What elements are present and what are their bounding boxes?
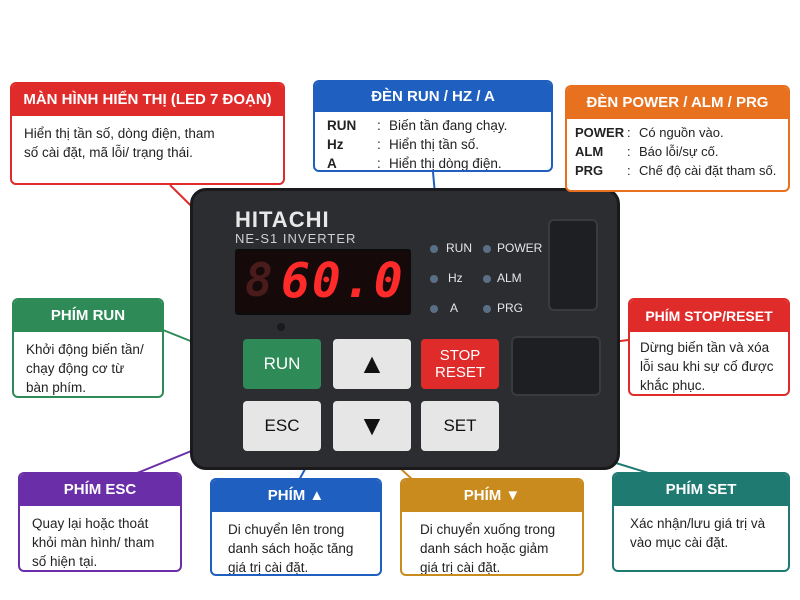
callout-power-alm-prg: ĐÈN POWER / ALM / PRG POWER:Có nguồn vào… (565, 85, 790, 192)
up-button[interactable]: ▲ (333, 339, 411, 389)
led-dim-digit: 8 (245, 253, 273, 307)
prg-indicator-label: PRG (497, 301, 524, 315)
a-led (430, 305, 438, 313)
callout-run-hz-a: ĐÈN RUN / HZ / A RUN:Biến tần đang chạy.… (313, 80, 553, 172)
inverter-keypad: HITACHI NE-S1 INVERTER 8 60.0 RUN Hz A P… (190, 188, 620, 470)
run-row-key: RUN (327, 118, 357, 133)
callout-esc-key-text: Quay lại hoặc thoát khỏi màn hình/ tham … (32, 516, 155, 569)
callout-down-key-text: Di chuyển xuống trong danh sách hoặc giả… (420, 522, 556, 575)
run-button[interactable]: RUN (243, 339, 321, 389)
alm-indicator-label: ALM (497, 271, 522, 285)
callout-power-alm-prg-title: ĐÈN POWER / ALM / PRG (567, 87, 788, 119)
status-dot (277, 323, 285, 331)
callout-set-key-title: PHÍM SET (614, 474, 788, 506)
hz-indicator-label: Hz (448, 271, 463, 285)
led-display: 8 60.0 (235, 249, 411, 315)
callout-run-key-text: Khởi động biến tần/ chạy động cơ từ bàn … (26, 342, 144, 395)
esc-button[interactable]: ESC (243, 401, 321, 451)
side-slot (511, 336, 601, 396)
callout-set-key-text: Xác nhận/lưu giá trị và vào mục cài đặt. (630, 516, 766, 550)
prg-led (483, 305, 491, 313)
power-indicator-label: POWER (497, 241, 543, 255)
hz-row-value: Hiển thị tần số. (389, 137, 480, 152)
callout-run-key-title: PHÍM RUN (14, 300, 162, 332)
set-button[interactable]: SET (421, 401, 499, 451)
callout-up-key-text: Di chuyển lên trong danh sách hoặc tăng … (228, 522, 354, 575)
callout-stop-reset-key: PHÍM STOP/RESET Dừng biến tần và xóa lỗi… (628, 298, 790, 396)
alm-led (483, 275, 491, 283)
callout-display-title: MÀN HÌNH HIỂN THỊ (LED 7 ĐOẠN) (12, 84, 283, 116)
model-label: NE-S1 INVERTER (235, 231, 357, 246)
a-indicator-label: A (450, 301, 459, 315)
stop-label: STOP (439, 347, 481, 364)
callout-stop-reset-title: PHÍM STOP/RESET (630, 300, 788, 332)
down-button[interactable]: ▼ (333, 401, 411, 451)
a-row-value: Hiển thị dòng điện. (389, 156, 502, 171)
callout-run-hz-a-title: ĐÈN RUN / HZ / A (315, 82, 551, 112)
callout-run-key: PHÍM RUN Khởi động biến tần/ chạy động c… (12, 298, 164, 398)
callout-down-key-title: PHÍM ▼ (402, 480, 582, 512)
a-row-key: A (327, 156, 337, 171)
run-row-value: Biến tần đang chạy. (389, 118, 508, 133)
callout-up-key: PHÍM ▲ Di chuyển lên trong danh sách hoặ… (210, 478, 382, 576)
callout-down-key: PHÍM ▼ Di chuyển xuống trong danh sách h… (400, 478, 584, 576)
callout-display: MÀN HÌNH HIỂN THỊ (LED 7 ĐOẠN) Hiển thị … (10, 82, 285, 185)
reset-label: RESET (434, 364, 485, 381)
power-row-value: Có nguồn vào. (639, 125, 724, 140)
hz-led (430, 275, 438, 283)
callout-esc-key: PHÍM ESC Quay lại hoặc thoát khỏi màn hì… (18, 472, 182, 572)
callout-display-text: Hiển thị tần số, dòng điện, tham số cài … (24, 126, 215, 160)
callout-esc-key-title: PHÍM ESC (20, 474, 180, 506)
run-led (430, 245, 438, 253)
top-right-slot (548, 219, 598, 311)
callout-stop-reset-text: Dừng biến tần và xóa lỗi sau khi sự cố đ… (640, 340, 774, 393)
power-led (483, 245, 491, 253)
prg-row-key: PRG (575, 163, 604, 178)
hz-row-key: Hz (327, 137, 344, 152)
alm-row-value: Báo lỗi/sự cố. (639, 144, 719, 159)
led-value: 60.0 (281, 253, 405, 309)
prg-row-value: Chế độ cài đặt tham số. (639, 163, 777, 178)
brand-logo: HITACHI (235, 207, 330, 232)
alm-row-key: ALM (575, 144, 604, 159)
callout-set-key: PHÍM SET Xác nhận/lưu giá trị và vào mục… (612, 472, 790, 572)
power-row-key: POWER (575, 125, 625, 140)
run-indicator-label: RUN (446, 241, 472, 255)
stop-reset-button[interactable]: STOP RESET (421, 339, 499, 389)
callout-up-key-title: PHÍM ▲ (212, 480, 380, 512)
